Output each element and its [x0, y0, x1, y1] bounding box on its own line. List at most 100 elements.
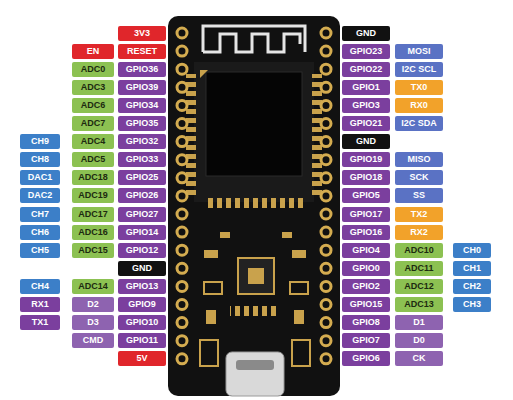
pin-name: RX0 — [410, 101, 428, 110]
header-hole — [177, 119, 187, 129]
gpio-label: GPIO7 — [342, 333, 390, 348]
pin-name: GPIO34 — [126, 101, 159, 110]
pin-name: ADC11 — [404, 264, 433, 273]
pin-name: GPIO18 — [350, 173, 383, 182]
adc-label: ADC10 — [395, 243, 443, 258]
pin-name: DAC2 — [28, 191, 53, 200]
header-hole — [321, 318, 331, 328]
flash-pin-label: CMD — [72, 333, 114, 348]
channel-label: CH7 — [20, 207, 60, 222]
pin-name: GPIO5 — [352, 191, 380, 200]
gpio-label: GPIO3 — [342, 98, 390, 113]
pin-name: EN — [87, 47, 100, 56]
gpio-label: GPIO32 — [118, 134, 166, 149]
header-hole — [321, 354, 331, 364]
header-hole — [177, 191, 187, 201]
pin-name: GPIO35 — [126, 119, 159, 128]
power-pin-label: RESET — [118, 44, 166, 59]
pin-name: GND — [132, 264, 152, 273]
gpio-label: GPIO12 — [118, 243, 166, 258]
adc-label: ADC4 — [72, 134, 114, 149]
header-hole — [321, 82, 331, 92]
pin-name: MISO — [407, 155, 430, 164]
pin-name: CH2 — [463, 282, 481, 291]
header-hole — [177, 263, 187, 273]
pin-name: SS — [413, 191, 425, 200]
pin-name: GPIO15 — [350, 300, 383, 309]
adc-label: ADC7 — [72, 116, 114, 131]
channel-label: CH3 — [453, 297, 491, 312]
channel-label: CH0 — [453, 243, 491, 258]
pin-name: GPIO27 — [126, 210, 159, 219]
flash-pin-label: CK — [395, 351, 443, 366]
adc-label: ADC17 — [72, 207, 114, 222]
gpio-label: GPIO6 — [342, 351, 390, 366]
header-hole — [321, 336, 331, 346]
channel-label: CH5 — [20, 243, 60, 258]
pin-name: ADC6 — [81, 101, 106, 110]
pin-name: CH5 — [31, 246, 49, 255]
header-hole — [177, 336, 187, 346]
adc-label: ADC15 — [72, 243, 114, 258]
pin-name: GPIO19 — [350, 155, 383, 164]
pin-name: GPIO33 — [126, 155, 159, 164]
bus-label: SS — [395, 188, 443, 203]
pin-name: ADC14 — [78, 282, 108, 291]
ground-label: GND — [342, 134, 390, 149]
pin-name: GPIO13 — [126, 282, 159, 291]
gpio-label: GPIO4 — [342, 243, 390, 258]
pin-name: GPIO22 — [350, 65, 383, 74]
pin-name: GPIO36 — [126, 65, 159, 74]
pin-name: GPIO0 — [352, 264, 380, 273]
header-hole — [177, 155, 187, 165]
gpio-label: GPIO34 — [118, 98, 166, 113]
header-hole — [177, 354, 187, 364]
pin-name: RESET — [127, 47, 157, 56]
pin-name: ADC16 — [78, 228, 108, 237]
pin-name: ADC17 — [78, 210, 108, 219]
channel-label: DAC2 — [20, 188, 60, 203]
pin-name: MOSI — [407, 47, 430, 56]
pin-name: CK — [413, 354, 426, 363]
pin-name: GPIO32 — [126, 137, 159, 146]
gpio-label: GPIO5 — [342, 188, 390, 203]
gpio-label: GPIO36 — [118, 62, 166, 77]
bus-label: I2C SDA — [395, 116, 443, 131]
pin-name: D0 — [413, 336, 425, 345]
pin-name: CH6 — [31, 228, 49, 237]
pin-name: ADC7 — [81, 119, 106, 128]
header-hole — [321, 100, 331, 110]
pin-name: TX2 — [411, 210, 428, 219]
gpio-label: GPIO9 — [118, 297, 166, 312]
flash-pin-label: D3 — [72, 315, 114, 330]
pin-name: CH9 — [31, 137, 49, 146]
pin-name: GPIO14 — [126, 228, 159, 237]
pin-name: DAC1 — [28, 173, 53, 182]
pin-name: CH0 — [463, 246, 481, 255]
power-pin-label: 5V — [118, 351, 166, 366]
gpio-label: GPIO33 — [118, 152, 166, 167]
channel-label: CH2 — [453, 279, 491, 294]
ground-label: GND — [118, 261, 166, 276]
gpio-label: GPIO13 — [118, 279, 166, 294]
header-hole — [321, 28, 331, 38]
gpio-label: GPIO0 — [342, 261, 390, 276]
channel-label: CH4 — [20, 279, 60, 294]
pin-name: GND — [356, 137, 376, 146]
pin-name: GPIO1 — [352, 83, 380, 92]
pin-name: ADC12 — [404, 282, 434, 291]
pin-name: ADC5 — [81, 155, 106, 164]
pin-name: 5V — [136, 354, 147, 363]
uart-label: TX0 — [395, 80, 443, 95]
adc-label: ADC5 — [72, 152, 114, 167]
pin-name: TX0 — [411, 83, 428, 92]
uart-label: RX2 — [395, 225, 443, 240]
flash-pin-label: D0 — [395, 333, 443, 348]
gpio-label: GPIO2 — [342, 279, 390, 294]
header-hole — [321, 263, 331, 273]
pin-name: GPIO11 — [126, 336, 158, 345]
gpio-label: GPIO15 — [342, 297, 390, 312]
pin-name: SCK — [409, 173, 428, 182]
channel-label: CH8 — [20, 152, 60, 167]
header-hole — [321, 155, 331, 165]
